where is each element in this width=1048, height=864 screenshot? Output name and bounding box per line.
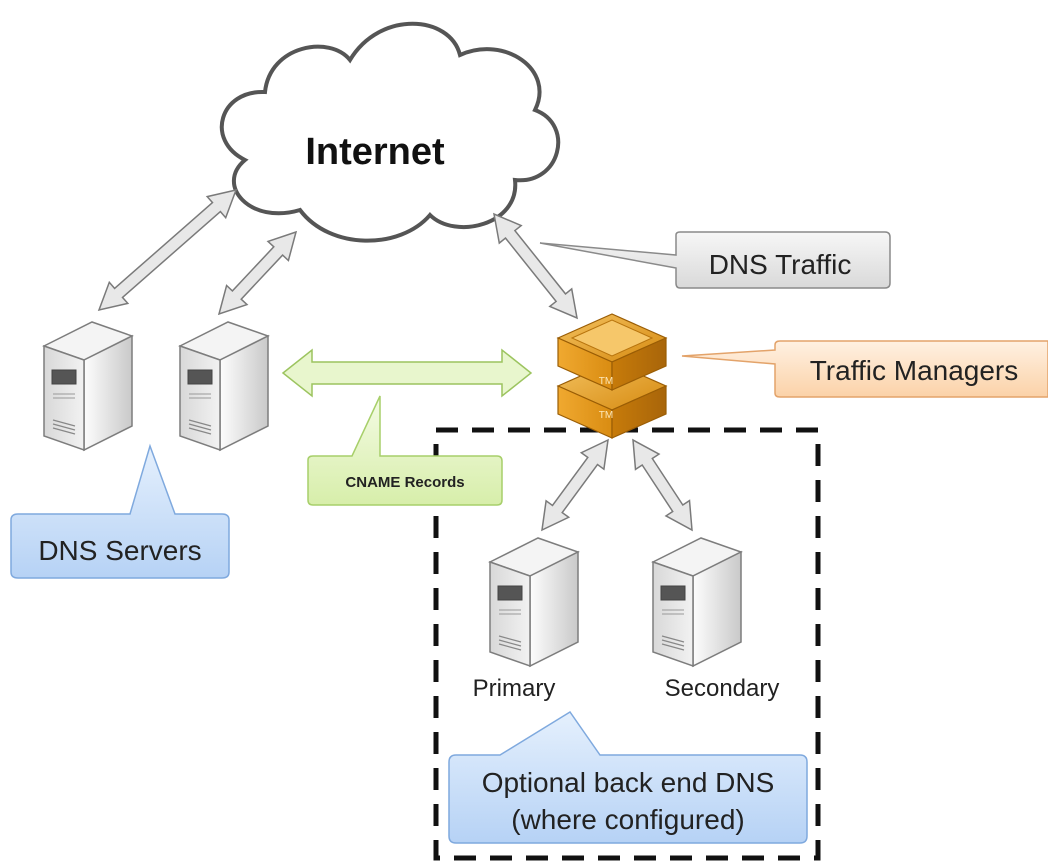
- dns-servers-label: DNS Servers: [38, 535, 201, 566]
- secondary-server-icon: [652, 537, 742, 667]
- primary-server-icon: [489, 537, 579, 667]
- optional-backend-line2: (where configured): [511, 804, 744, 835]
- tm-badge-top: TM: [599, 376, 613, 387]
- cname-records-callout: CNAME Records: [307, 395, 503, 506]
- dns-server-2: [179, 321, 269, 451]
- optional-backend-callout: Optional back end DNS (where configured): [448, 710, 808, 844]
- dns-traffic-label: DNS Traffic: [709, 249, 852, 280]
- arrow-cloud-to-traffic-manager: [493, 212, 578, 320]
- traffic-managers-callout: Traffic Managers: [681, 340, 1048, 398]
- dns-traffic-callout: DNS Traffic: [539, 231, 891, 289]
- dns-servers-callout: DNS Servers: [10, 443, 230, 579]
- cname-records-label: CNAME Records: [345, 474, 464, 491]
- internet-label: Internet: [305, 131, 445, 173]
- primary-label: Primary: [473, 675, 556, 702]
- arrow-cloud-to-dns-server-2: [217, 230, 298, 316]
- internet-cloud: Internet: [219, 21, 561, 243]
- traffic-manager-appliance: TM TM: [556, 313, 668, 439]
- dns-server-1: [43, 321, 133, 451]
- secondary-label: Secondary: [665, 675, 780, 702]
- traffic-managers-label: Traffic Managers: [810, 355, 1019, 386]
- connection-arrows: [97, 188, 693, 532]
- tm-badge-bottom: TM: [599, 410, 613, 421]
- arrow-cloud-to-dns-server-1: [97, 188, 238, 312]
- arrow-tm-to-primary: [541, 438, 609, 532]
- arrow-tm-to-secondary: [632, 438, 693, 532]
- cname-double-arrow: [281, 348, 533, 398]
- optional-backend-line1: Optional back end DNS: [482, 767, 775, 798]
